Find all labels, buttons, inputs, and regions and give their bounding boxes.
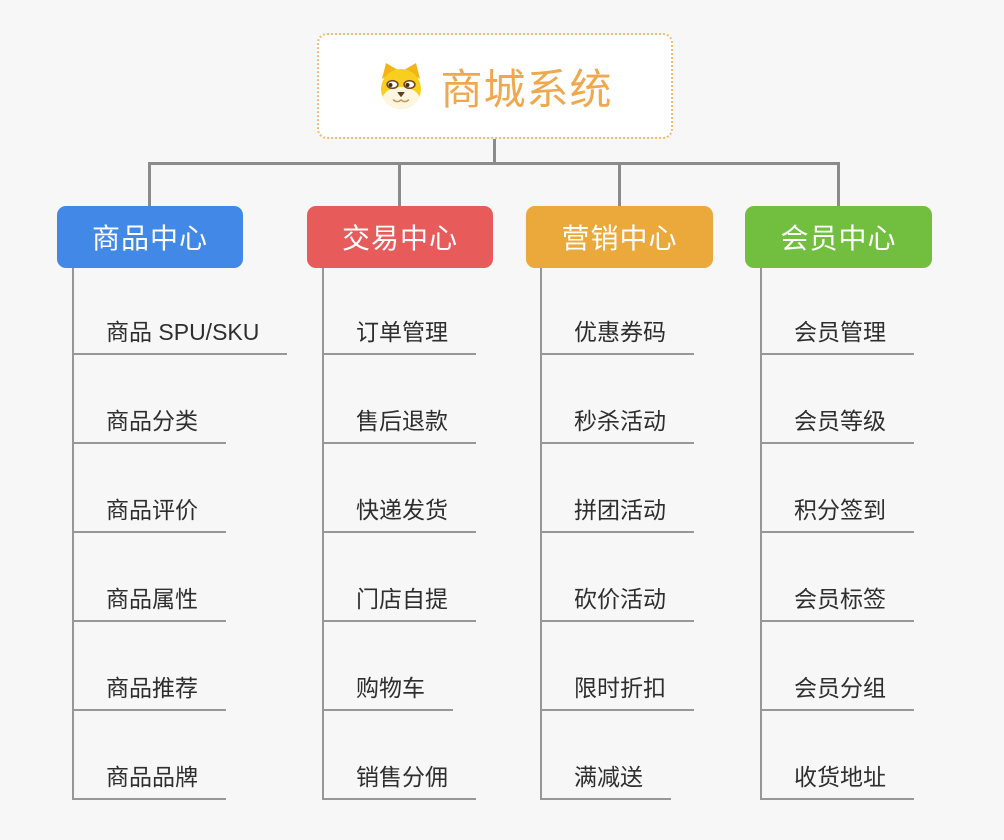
branch-children-trade-center: 订单管理 售后退款 快递发货 门店自提 购物车 销售分佣 [322,268,476,800]
leaf-node[interactable]: 售后退款 [324,355,476,444]
leaf-node[interactable]: 快递发货 [324,444,476,533]
leaf-node[interactable]: 商品属性 [74,533,226,622]
leaf-node[interactable]: 优惠券码 [542,268,694,355]
leaf-node[interactable]: 会员管理 [762,268,914,355]
leaf-node[interactable]: 收货地址 [762,711,914,800]
leaf-node[interactable]: 商品 SPU/SKU [74,268,288,355]
root-node[interactable]: 商城系统 [317,33,673,139]
branch-node-member-center[interactable]: 会员中心 [745,206,932,268]
connector-root-stem [493,139,496,165]
leaf-node[interactable]: 商品品牌 [74,711,226,800]
leaf-node[interactable]: 砍价活动 [542,533,694,622]
leaf-node[interactable]: 商品分类 [74,355,226,444]
branch-children-marketing-center: 优惠券码 秒杀活动 拼团活动 砍价活动 限时折扣 满减送 [540,268,694,800]
branch-label: 营销中心 [561,223,678,254]
leaf-node[interactable]: 积分签到 [762,444,914,533]
connector-drop-member [837,162,840,207]
leaf-node[interactable]: 订单管理 [324,268,476,355]
branch-label: 交易中心 [341,223,458,254]
leaf-node[interactable]: 商品评价 [74,444,226,533]
leaf-node[interactable]: 秒杀活动 [542,355,694,444]
leaf-node[interactable]: 门店自提 [324,533,476,622]
leaf-node[interactable]: 拼团活动 [542,444,694,533]
leaf-node[interactable]: 购物车 [324,622,453,711]
connector-drop-marketing [618,162,621,207]
leaf-node[interactable]: 商品推荐 [74,622,226,711]
connector-bus [148,162,840,165]
branch-children-product-center: 商品 SPU/SKU 商品分类 商品评价 商品属性 商品推荐 商品品牌 [72,268,288,800]
leaf-node[interactable]: 满减送 [542,711,671,800]
branch-node-trade-center[interactable]: 交易中心 [307,206,493,268]
branch-label: 商品中心 [91,223,208,254]
leaf-node[interactable]: 限时折扣 [542,622,694,711]
leaf-node[interactable]: 会员等级 [762,355,914,444]
root-title: 商城系统 [440,65,613,113]
connector-drop-trade [398,162,401,207]
leaf-node[interactable]: 会员标签 [762,533,914,622]
branch-label: 会员中心 [780,223,897,254]
leaf-node[interactable]: 会员分组 [762,622,914,711]
branch-node-product-center[interactable]: 商品中心 [57,206,243,268]
connector-drop-product [148,162,151,207]
leaf-node[interactable]: 销售分佣 [324,711,476,800]
branch-children-member-center: 会员管理 会员等级 积分签到 会员标签 会员分组 收货地址 [760,268,914,800]
dog-face-icon [381,63,422,109]
branch-node-marketing-center[interactable]: 营销中心 [526,206,713,268]
